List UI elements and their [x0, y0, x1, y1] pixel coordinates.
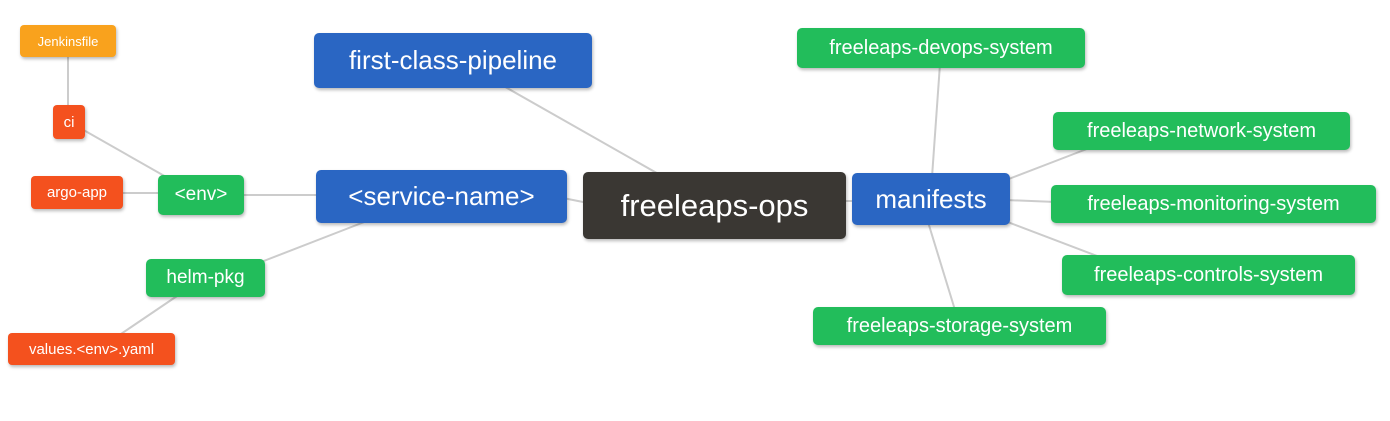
node-jenkinsfile[interactable]: Jenkinsfile: [20, 25, 116, 57]
edge-manifests-devops: [931, 63, 941, 178]
node-storage-system[interactable]: freeleaps-storage-system: [813, 307, 1106, 345]
edge-helm-pkg-values: [114, 293, 181, 339]
node-ci[interactable]: ci: [53, 105, 85, 139]
edge-manifests-monitoring: [1005, 199, 1057, 203]
node-first-class-pipeline[interactable]: first-class-pipeline: [314, 33, 592, 88]
edge-manifests-network: [1005, 146, 1093, 181]
node-argo-app[interactable]: argo-app: [31, 176, 123, 209]
node-service-name[interactable]: <service-name>: [316, 170, 567, 223]
node-env[interactable]: <env>: [158, 175, 244, 215]
node-helm-pkg[interactable]: helm-pkg: [146, 259, 265, 297]
edge-manifests-controls: [1004, 220, 1106, 260]
node-values-env-yaml[interactable]: values.<env>.yaml: [8, 333, 175, 365]
edge-service-name-helm-pkg: [255, 218, 373, 265]
edge-pipeline-ops: [499, 83, 663, 177]
node-controls-system[interactable]: freeleaps-controls-system: [1062, 255, 1355, 295]
node-network-system[interactable]: freeleaps-network-system: [1053, 112, 1350, 150]
node-monitoring-system[interactable]: freeleaps-monitoring-system: [1051, 185, 1376, 223]
edge-manifests-storage: [927, 221, 956, 311]
node-manifests[interactable]: manifests: [852, 173, 1010, 225]
node-freeleaps-ops-root[interactable]: freeleaps-ops: [583, 172, 846, 239]
node-devops-system[interactable]: freeleaps-devops-system: [797, 28, 1085, 68]
edge-ci-env: [79, 127, 176, 183]
